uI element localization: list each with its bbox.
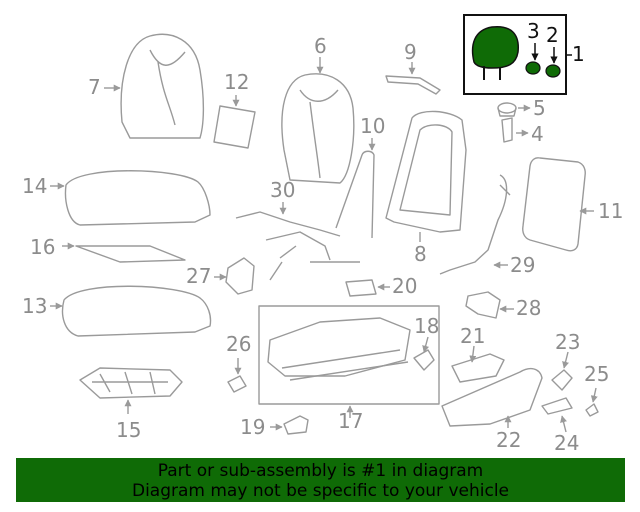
retaining-clip bbox=[585, 387, 599, 417]
parts-diagram bbox=[50, 14, 599, 435]
callout-2: 2 bbox=[546, 23, 559, 47]
banner-line-2: Diagram may not be specific to your vehi… bbox=[131, 481, 509, 501]
seat-wiring-harness bbox=[235, 202, 360, 281]
callout-16: 16 bbox=[30, 235, 56, 259]
switch-bezel bbox=[451, 345, 505, 383]
callout-12: 12 bbox=[224, 70, 250, 94]
seat-side-harness bbox=[439, 174, 511, 275]
seat-cushion-cover bbox=[50, 170, 211, 226]
callout-21: 21 bbox=[460, 324, 486, 348]
callout-6: 6 bbox=[314, 34, 327, 58]
callout-18: 18 bbox=[414, 314, 440, 338]
banner-line-1: Part or sub-assembly is #1 in diagram bbox=[157, 461, 484, 481]
callout-20: 20 bbox=[392, 274, 418, 298]
callout-4: 4 bbox=[531, 122, 544, 146]
seat-adjuster-box bbox=[258, 305, 440, 418]
callout-11: 11 bbox=[598, 199, 624, 223]
seat-motor bbox=[413, 336, 435, 371]
callout-24: 24 bbox=[554, 431, 580, 455]
callout-5: 5 bbox=[533, 96, 546, 120]
info-banner: Part or sub-assembly is #1 in diagram Di… bbox=[16, 458, 625, 502]
seat-cushion-heater bbox=[62, 242, 186, 263]
seat-back-rod bbox=[335, 138, 376, 239]
callout-26: 26 bbox=[226, 332, 252, 356]
callout-13: 13 bbox=[22, 294, 48, 318]
seat-spring-mat bbox=[79, 367, 183, 414]
callout-14: 14 bbox=[22, 174, 48, 198]
callout-9: 9 bbox=[404, 40, 417, 64]
head-restraint-guide bbox=[497, 102, 531, 117]
seat-back-frame bbox=[385, 110, 467, 242]
seat-back-cushion bbox=[281, 57, 355, 184]
callout-30: 30 bbox=[270, 178, 296, 202]
seat-back-cover bbox=[104, 33, 205, 139]
callout-28: 28 bbox=[516, 296, 542, 320]
callout-15: 15 bbox=[116, 418, 142, 442]
callout-29: 29 bbox=[510, 253, 536, 277]
callout-10: 10 bbox=[360, 114, 386, 138]
callout-1: 1 bbox=[572, 42, 585, 66]
side-shield bbox=[441, 367, 543, 428]
seat-back-panel bbox=[522, 157, 594, 252]
adjuster-knob bbox=[227, 358, 247, 393]
callout-22: 22 bbox=[496, 428, 522, 452]
recliner-knob bbox=[551, 351, 573, 391]
head-restraint-guide-lock bbox=[501, 117, 529, 143]
callout-7: 7 bbox=[88, 75, 101, 99]
callout-8: 8 bbox=[414, 242, 427, 266]
recliner-handle bbox=[541, 397, 573, 433]
seat-module bbox=[345, 279, 390, 297]
seat-bracket bbox=[465, 291, 514, 319]
callout-17: 17 bbox=[338, 409, 364, 433]
track-end-cover bbox=[270, 415, 309, 435]
head-restraint-highlight-box bbox=[463, 14, 572, 95]
callout-25: 25 bbox=[584, 362, 610, 386]
callout-23: 23 bbox=[555, 330, 581, 354]
callout-3: 3 bbox=[527, 19, 540, 43]
callout-19: 19 bbox=[240, 415, 266, 439]
seat-back-pad bbox=[213, 95, 256, 149]
callout-27: 27 bbox=[186, 264, 212, 288]
seat-cushion-pad bbox=[50, 285, 212, 337]
back-frame-bracket bbox=[385, 62, 441, 95]
lumbar-switch bbox=[214, 257, 255, 295]
